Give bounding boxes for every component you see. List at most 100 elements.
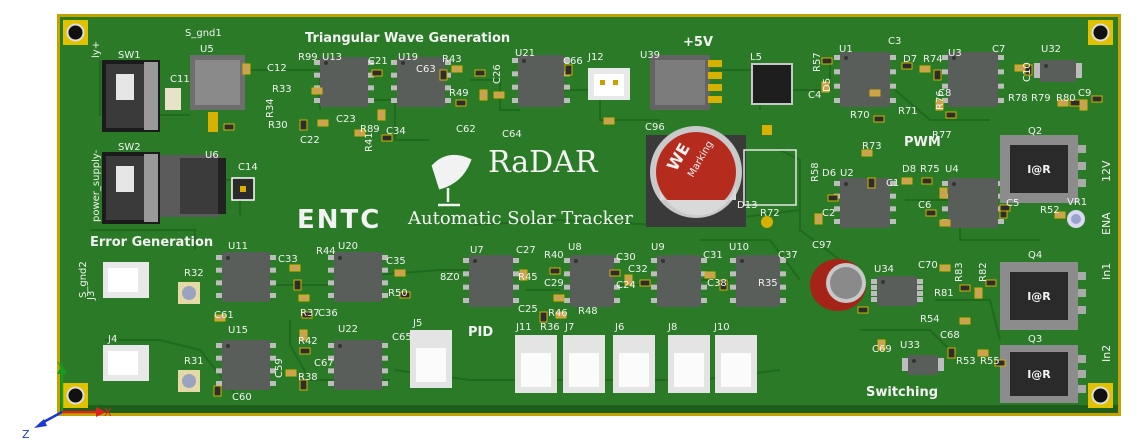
refdes-c24: C24 [616, 280, 636, 291]
refdes-u19: U19 [398, 52, 418, 63]
refdes-c8: C8 [938, 88, 951, 99]
smd-passive [493, 91, 505, 99]
smd-passive [298, 294, 310, 302]
refdes-r81: R81 [934, 288, 954, 299]
refdes-c2: C2 [822, 208, 835, 219]
smd-passive [994, 359, 1006, 367]
logo-text: ENTC [297, 205, 381, 235]
refdes-u4: U4 [945, 164, 959, 175]
side-label-in1: In1 [1100, 263, 1113, 280]
refdes-u39: U39 [640, 50, 660, 61]
refdes-r75: R75 [920, 164, 940, 175]
refdes-c12: C12 [267, 63, 287, 74]
smd-passive [609, 269, 621, 277]
refdes-r55: R55 [980, 356, 1000, 367]
refdes-r80: R80 [1056, 93, 1076, 104]
trimmer-r32 [178, 282, 200, 304]
smd-passive [539, 311, 548, 323]
refdes-u13: U13 [322, 52, 342, 63]
inductor-l5 [751, 63, 793, 105]
smd-passive [977, 349, 989, 357]
smd-passive [869, 89, 881, 97]
mosfet-q3: I@R [1000, 345, 1086, 403]
refdes-r36: R36 [540, 322, 560, 333]
soic-chip [216, 340, 276, 390]
smd-passive [901, 62, 913, 70]
smd-passive [1054, 211, 1066, 219]
refdes-c22: C22 [300, 135, 320, 146]
smd-passive [299, 119, 308, 131]
refdes-q3: Q3 [1028, 334, 1042, 345]
refdes-u33: U33 [900, 340, 920, 351]
refdes-j10: J10 [713, 322, 730, 333]
refdes-c27: C27 [516, 245, 536, 256]
refdes-r30: R30 [268, 120, 288, 131]
axis-z-label: Z [22, 428, 30, 441]
smd-passive [223, 123, 235, 131]
header-connector [515, 335, 557, 393]
refdes-r58: R58 [810, 162, 821, 182]
refdes-c14: C14 [238, 162, 258, 173]
side-label-sgnd2: S_gnd2 [78, 261, 89, 298]
refdes-c34: C34 [386, 126, 406, 137]
smd-passive [299, 379, 308, 391]
side-label-ena: ENA [1100, 212, 1113, 235]
pcb-shade-strip [60, 405, 1118, 413]
section-pid: PID [468, 325, 493, 340]
smd-passive [999, 204, 1011, 212]
refdes-j11: J11 [515, 322, 532, 333]
smd-passive [474, 69, 486, 77]
refdes-c23: C23 [336, 114, 356, 125]
smd-passive [317, 119, 329, 127]
refdes-c38: C38 [707, 278, 727, 289]
refdes-u11: U11 [228, 241, 248, 252]
refdes-r72: R72 [760, 208, 780, 219]
soic-chip [730, 255, 786, 307]
refdes-j8: J8 [667, 322, 677, 333]
refdes-c63: C63 [416, 64, 436, 75]
soic-chip [512, 55, 570, 107]
refdes-c7: C7 [992, 44, 1005, 55]
smd-passive [301, 311, 313, 319]
refdes-r99: R99 [298, 52, 318, 63]
refdes-d6: D6 [822, 168, 836, 179]
section-error: Error Generation [90, 235, 213, 250]
refdes-c9: C9 [1078, 88, 1091, 99]
board-title: RaDAR [488, 145, 599, 180]
refdes-c5: C5 [1006, 198, 1019, 209]
side-label-in2: In2 [1100, 345, 1113, 362]
smd-passive [959, 317, 971, 325]
smd-passive [242, 63, 251, 75]
refdes-u2: U2 [840, 168, 854, 179]
smd-passive [299, 347, 311, 355]
refdes-r29: 8Z0 [440, 272, 460, 283]
electrolytic-cap-we: WE Marking [646, 126, 746, 227]
smd-passive [381, 134, 393, 142]
smd-passive [1024, 64, 1033, 76]
smd-passive [399, 291, 411, 299]
refdes-c3: C3 [888, 36, 901, 47]
smd-passive [479, 89, 488, 101]
smd-passive [939, 264, 951, 272]
refdes-r89: R89 [360, 124, 380, 135]
connectors-bottom [410, 330, 757, 393]
refdes-d8: D8 [902, 164, 916, 175]
refdes-j5: J5 [412, 318, 422, 329]
smd-passive [549, 267, 561, 275]
smd-passive [451, 65, 463, 73]
refdes-d5: D5 [822, 78, 833, 92]
mosfet-q2: I@R [1000, 135, 1086, 203]
refdes-c1: C1 [886, 178, 899, 189]
smd-passive [939, 219, 951, 227]
smd-passive [1079, 99, 1088, 111]
axis-x-label: X [104, 406, 112, 419]
smd-passive [603, 117, 615, 125]
refdes-u10: U10 [729, 242, 749, 253]
refdes-r76: R76 [935, 90, 946, 110]
refdes-r40: R40 [544, 250, 564, 261]
regulator-u5 [165, 55, 245, 132]
refdes-q4: Q4 [1028, 250, 1042, 261]
connector-j12 [588, 68, 630, 100]
regulator-u39 [650, 55, 722, 110]
